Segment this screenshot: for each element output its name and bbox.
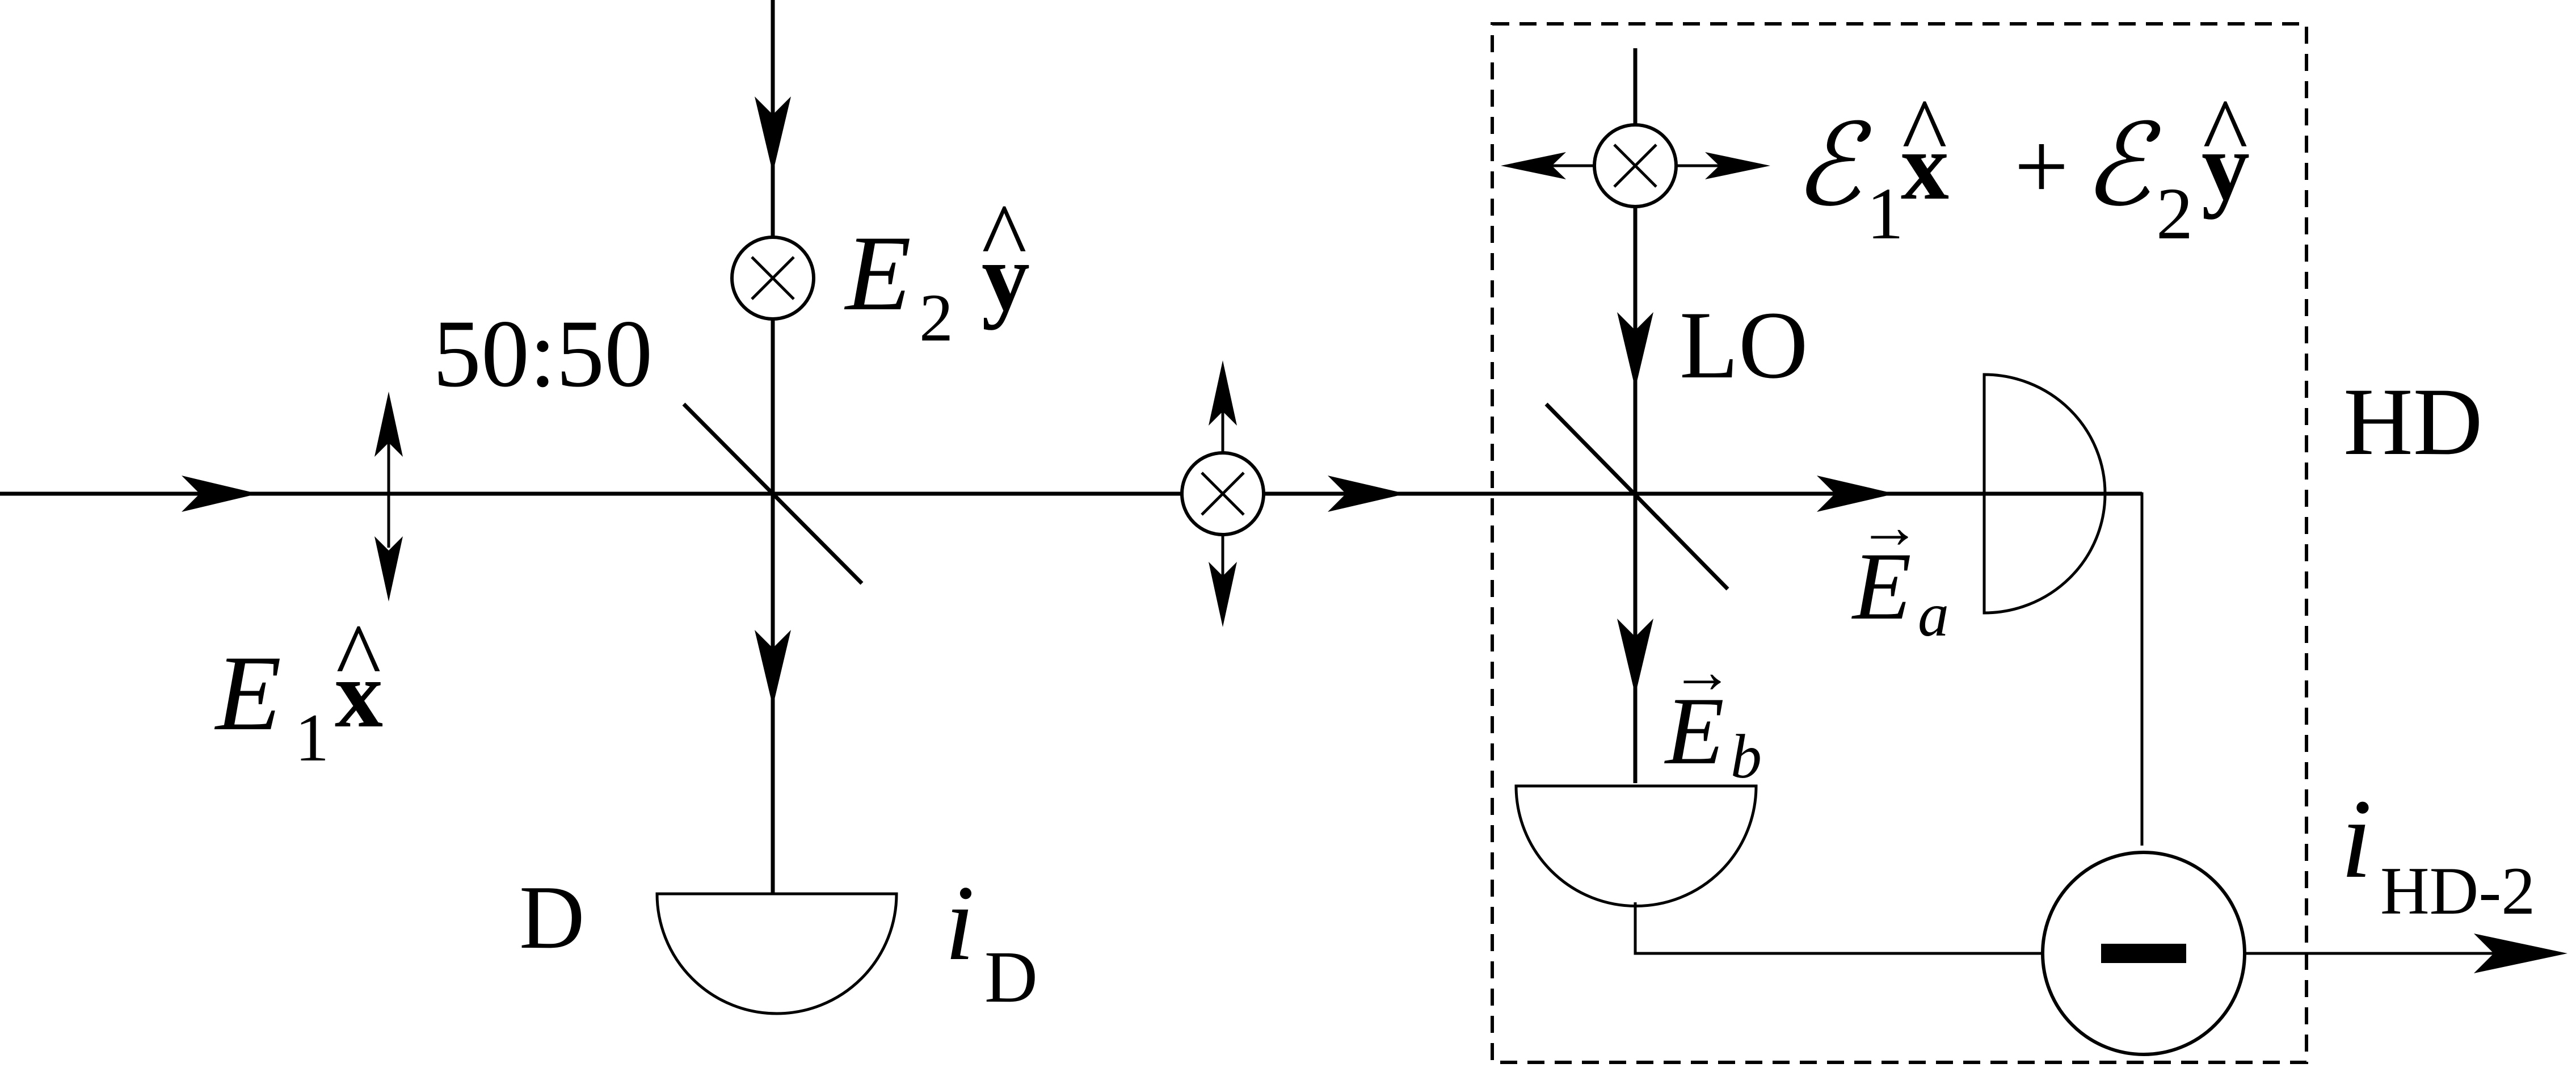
svg-text:1: 1 (295, 700, 329, 775)
svg-text:^: ^ (2203, 79, 2248, 186)
wire-detector-b (1634, 902, 2043, 955)
field-ea-label: E → a (1851, 492, 1949, 649)
detector-b (1514, 784, 1758, 907)
detector-d-label: D (519, 867, 585, 968)
arrow-to-detector-b (1617, 619, 1653, 695)
svg-text:i: i (2341, 776, 2372, 902)
polarization-lo-symbol (1501, 123, 1770, 208)
arrow-main-input (182, 476, 258, 512)
svg-text:E: E (1664, 678, 1724, 784)
arrow-e2-down (755, 96, 791, 173)
svg-text:D: D (984, 936, 1038, 1018)
beam-splitter-hd (1544, 402, 1729, 591)
polarization-x-double-arrow (374, 392, 403, 602)
svg-text:i: i (945, 864, 975, 983)
svg-text:x: x (1901, 113, 1949, 220)
svg-text:E: E (214, 634, 281, 753)
svg-text:2: 2 (2156, 173, 2193, 255)
arrow-to-detector-a (1817, 476, 1895, 512)
svg-text:^: ^ (982, 184, 1027, 291)
detector-a (1982, 373, 2107, 615)
svg-text:→: → (1671, 637, 1733, 706)
svg-text:ℰ: ℰ (1793, 104, 1872, 229)
output-arrow (2245, 934, 2567, 973)
svg-text:2: 2 (919, 280, 953, 355)
detector-d (655, 892, 898, 1015)
polarization-combined-symbol (1180, 360, 1265, 627)
wire-detector-a (2108, 492, 2144, 846)
field-e1-label: E 1 x ^ (214, 604, 383, 775)
svg-text:1: 1 (1867, 173, 1904, 255)
svg-text:→: → (1858, 492, 1921, 561)
svg-text:ℰ: ℰ (2082, 104, 2161, 229)
svg-text:y: y (982, 224, 1030, 330)
polarization-y-cross-circle (730, 236, 815, 321)
current-d-label: i D (945, 864, 1038, 1018)
svg-text:b: b (1731, 722, 1762, 791)
svg-text:E: E (844, 214, 911, 333)
field-e2-label: E 2 y ^ (844, 184, 1030, 355)
field-eb-label: E → b (1664, 637, 1762, 791)
svg-text:^: ^ (1902, 79, 1947, 186)
svg-text:E: E (1851, 533, 1912, 640)
splitter-ratio-label: 50:50 (433, 300, 653, 407)
output-current-label: i HD-2 (2341, 776, 2535, 928)
lo-field-label: ℰ 1 x ^ + ℰ 2 y ^ (1793, 79, 2250, 255)
svg-text:HD-2: HD-2 (2380, 853, 2535, 928)
beam-splitter-50-50 (682, 402, 864, 585)
lo-label: LO (1680, 292, 1808, 398)
svg-text:y: y (2202, 113, 2250, 220)
subtractor (2041, 851, 2246, 1056)
arrow-after-modulator (1328, 476, 1406, 512)
svg-text:a: a (1918, 580, 1949, 649)
svg-text:+: + (2014, 113, 2069, 220)
svg-text:x: x (335, 641, 383, 747)
arrow-to-detector-d (755, 630, 791, 707)
arrow-lo-down (1617, 312, 1653, 389)
svg-text:^: ^ (336, 604, 381, 711)
hd-label: HD (2343, 368, 2483, 475)
